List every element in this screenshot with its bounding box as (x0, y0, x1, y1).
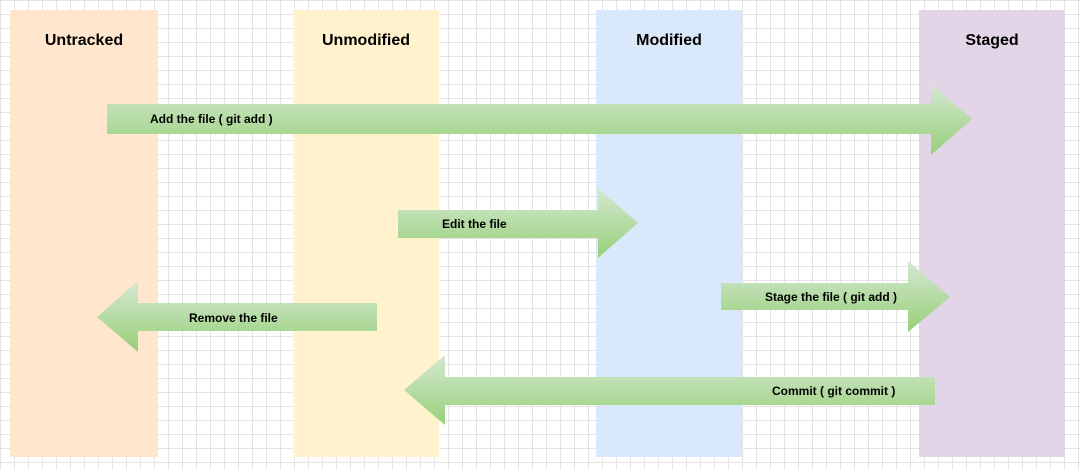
arrow-label-stage-file: Stage the file ( git add ) (765, 290, 898, 304)
arrow-label-commit: Commit ( git commit ) (772, 384, 896, 398)
arrow-remove-file (97, 281, 377, 352)
arrow-add-file (107, 84, 972, 155)
lane-title-untracked: Untracked (44, 32, 124, 49)
arrow-edit-file (398, 188, 638, 258)
lane-title-staged: Staged (965, 32, 1019, 49)
arrow-label-remove-file: Remove the file (189, 311, 278, 325)
arrow-stage-file (721, 261, 950, 332)
arrow-label-edit-file: Edit the file (442, 217, 507, 231)
lane-untracked: Untracked (10, 10, 158, 457)
arrow-commit (404, 355, 935, 425)
arrow-label-add-file: Add the file ( git add ) (150, 112, 273, 126)
lane-title-unmodified: Unmodified (322, 32, 410, 49)
lane-title-modified: Modified (636, 32, 702, 49)
lane-staged: Staged (919, 10, 1065, 457)
